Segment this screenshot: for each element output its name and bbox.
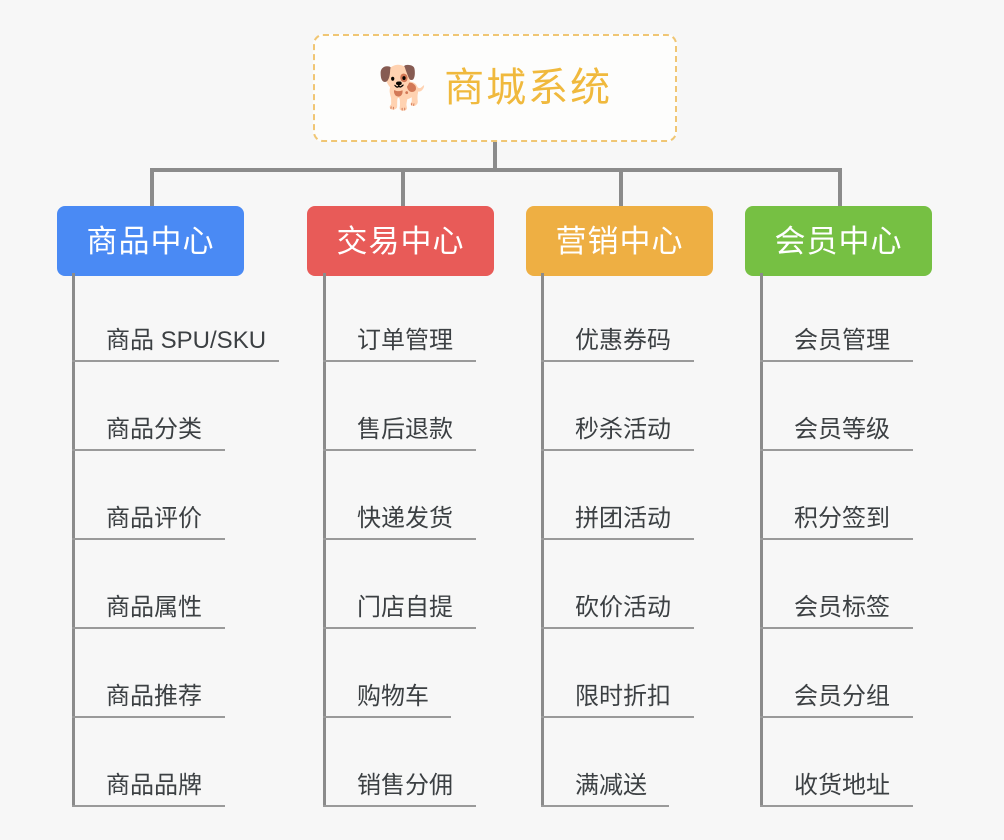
leaf-item-label: 商品属性 [106, 594, 202, 621]
category-box-0[interactable]: 商品中心 [57, 206, 244, 276]
leaf-item[interactable]: 商品分类 [72, 362, 225, 451]
category-box-2[interactable]: 营销中心 [526, 206, 713, 276]
category-label-1: 交易中心 [336, 223, 465, 259]
shiba-inu-face-icon: 🐕 [377, 64, 431, 111]
leaf-item[interactable]: 会员管理 [760, 273, 913, 362]
leaf-item[interactable]: 售后退款 [323, 362, 476, 451]
connector-horizontal-bus [150, 168, 842, 172]
leaf-item-label: 会员标签 [794, 594, 890, 621]
leaf-item[interactable]: 商品评价 [72, 451, 225, 540]
leaf-item[interactable]: 会员等级 [760, 362, 913, 451]
root-node-label: 商城系统 [444, 66, 613, 110]
leaf-item[interactable]: 限时折扣 [541, 629, 694, 718]
connector-drop-4 [838, 168, 842, 206]
leaf-item[interactable]: 砍价活动 [541, 540, 694, 629]
leaf-item[interactable]: 满减送 [541, 718, 669, 807]
leaf-item-label: 限时折扣 [575, 683, 671, 710]
leaf-item-label: 订单管理 [357, 327, 453, 354]
leaf-item[interactable]: 商品 SPU/SKU [72, 273, 279, 362]
leaf-item-label: 优惠券码 [575, 327, 671, 354]
category-label-0: 商品中心 [86, 223, 215, 259]
leaf-item[interactable]: 拼团活动 [541, 451, 694, 540]
leaf-item[interactable]: 会员分组 [760, 629, 913, 718]
leaf-item[interactable]: 优惠券码 [541, 273, 694, 362]
leaf-spine-2 [541, 273, 544, 807]
leaf-item-label: 门店自提 [357, 594, 453, 621]
leaf-spine-0 [72, 273, 75, 807]
leaf-item-label: 积分签到 [794, 505, 890, 532]
category-label-2: 营销中心 [555, 223, 684, 259]
connector-drop-1 [150, 168, 154, 206]
leaf-item-label: 商品品牌 [106, 772, 202, 799]
connector-drop-3 [619, 168, 623, 206]
leaf-item[interactable]: 秒杀活动 [541, 362, 694, 451]
leaf-item-label: 购物车 [357, 683, 429, 710]
leaf-item[interactable]: 收货地址 [760, 718, 913, 807]
leaf-item[interactable]: 销售分佣 [323, 718, 476, 807]
leaf-item-label: 拼团活动 [575, 505, 671, 532]
leaf-item-label: 商品 SPU/SKU [106, 327, 267, 354]
leaf-item[interactable]: 快递发货 [323, 451, 476, 540]
leaf-item[interactable]: 购物车 [323, 629, 451, 718]
leaf-item-label: 售后退款 [357, 416, 453, 443]
leaf-item-label: 秒杀活动 [575, 416, 671, 443]
category-box-1[interactable]: 交易中心 [307, 206, 494, 276]
connector-drop-2 [401, 168, 405, 206]
leaf-item[interactable]: 商品推荐 [72, 629, 225, 718]
connector-root-stem [493, 142, 497, 170]
leaf-item-label: 会员等级 [794, 416, 890, 443]
leaf-item-label: 满减送 [575, 772, 647, 799]
leaf-item-label: 商品分类 [106, 416, 202, 443]
leaf-spine-3 [760, 273, 763, 807]
leaf-item-label: 会员分组 [794, 683, 890, 710]
category-label-3: 会员中心 [774, 223, 903, 259]
leaf-item-label: 快递发货 [357, 505, 453, 532]
root-node-mall-system[interactable]: 🐕 商城系统 [313, 34, 677, 142]
leaf-item[interactable]: 订单管理 [323, 273, 476, 362]
leaf-item[interactable]: 会员标签 [760, 540, 913, 629]
leaf-item[interactable]: 商品品牌 [72, 718, 225, 807]
leaf-spine-1 [323, 273, 326, 807]
category-box-3[interactable]: 会员中心 [745, 206, 932, 276]
leaf-item[interactable]: 商品属性 [72, 540, 225, 629]
leaf-item-label: 商品推荐 [106, 683, 202, 710]
leaf-item-label: 收货地址 [794, 772, 890, 799]
leaf-item-label: 销售分佣 [357, 772, 453, 799]
leaf-item-label: 砍价活动 [575, 594, 671, 621]
leaf-item-label: 商品评价 [106, 505, 202, 532]
leaf-item-label: 会员管理 [794, 327, 890, 354]
leaf-item[interactable]: 门店自提 [323, 540, 476, 629]
leaf-item[interactable]: 积分签到 [760, 451, 913, 540]
